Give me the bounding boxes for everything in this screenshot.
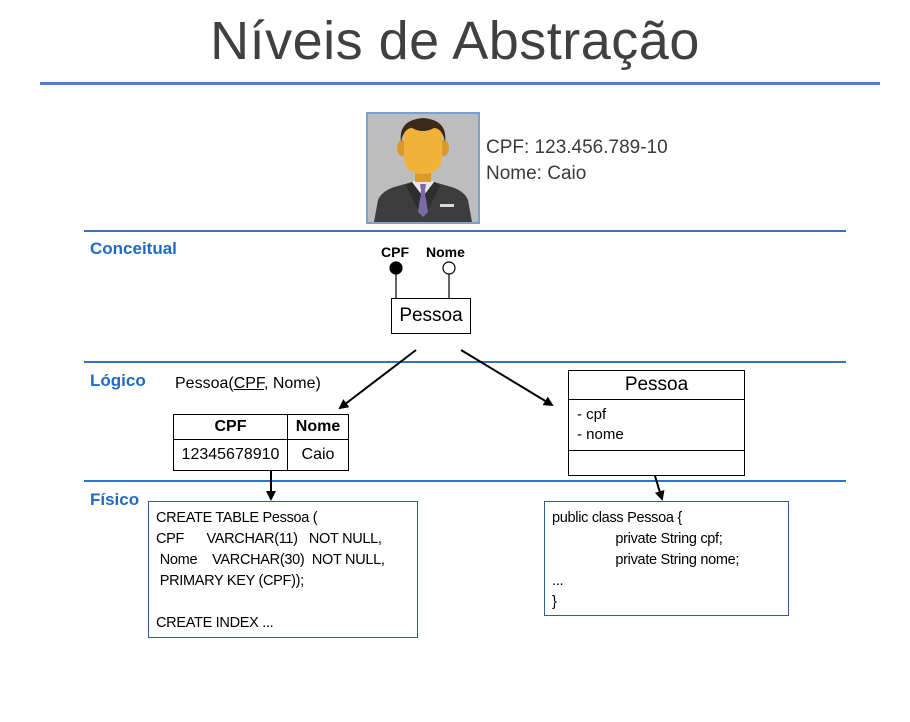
java-line: } bbox=[552, 594, 557, 610]
person-avatar-icon bbox=[366, 112, 480, 224]
sql-line: CPF VARCHAR(11) NOT NULL, bbox=[156, 531, 382, 547]
java-line: public class Pessoa { bbox=[552, 510, 682, 526]
java-line: private String cpf; bbox=[552, 531, 723, 547]
sql-code-box: CREATE TABLE Pessoa ( CPF VARCHAR(11) NOT… bbox=[148, 501, 418, 638]
person-cpf-text: CPF: 123.456.789-10 bbox=[486, 137, 668, 158]
level-divider-logico bbox=[84, 361, 846, 363]
conceptual-attr-cpf: CPF bbox=[381, 244, 409, 260]
level-label-fisico: Físico bbox=[90, 490, 140, 509]
relation-primary-key: CPF bbox=[233, 375, 264, 392]
java-line: ... bbox=[552, 573, 564, 589]
attribute-marker bbox=[442, 261, 456, 275]
uml-attribute-cpf: - cpf bbox=[577, 406, 607, 423]
table-header-nome: Nome bbox=[287, 414, 349, 440]
table-cell-cpf: 12345678910 bbox=[173, 439, 288, 471]
uml-class-pessoa: Pessoa - cpf - nome bbox=[568, 370, 745, 476]
java-code-box: public class Pessoa { private String cpf… bbox=[544, 501, 789, 616]
sql-line: Nome VARCHAR(30) NOT NULL, bbox=[156, 552, 385, 568]
relation-prefix: Pessoa( bbox=[175, 375, 234, 392]
level-divider-fisico bbox=[84, 480, 846, 482]
sql-line: CREATE TABLE Pessoa ( bbox=[156, 510, 318, 526]
uml-attributes: - cpf - nome bbox=[569, 400, 744, 451]
sql-line: PRIMARY KEY (CPF)); bbox=[156, 573, 304, 589]
level-label-conceitual: Conceitual bbox=[90, 239, 177, 258]
person-name-text: Nome: Caio bbox=[486, 163, 587, 184]
uml-attribute-nome: - nome bbox=[577, 426, 624, 443]
java-line: private String nome; bbox=[552, 552, 740, 568]
page-title: Níveis de Abstração bbox=[210, 11, 700, 71]
key-attribute-marker bbox=[389, 261, 403, 275]
arrow-to-java bbox=[654, 475, 665, 501]
relational-table: CPF Nome 12345678910 Caio bbox=[173, 414, 349, 471]
title-divider bbox=[40, 82, 880, 85]
table-cell-nome: Caio bbox=[287, 439, 349, 471]
level-divider-conceitual bbox=[84, 230, 846, 232]
sql-line: CREATE INDEX ... bbox=[156, 615, 274, 631]
logical-relation-schema: Pessoa(CPF, Nome) bbox=[175, 375, 321, 393]
relation-suffix: , Nome) bbox=[263, 375, 321, 392]
arrow-to-relational bbox=[338, 349, 417, 410]
conceptual-attr-nome: Nome bbox=[426, 244, 465, 260]
arrow-to-uml bbox=[460, 349, 554, 407]
conceptual-entity-pessoa: Pessoa bbox=[391, 298, 471, 334]
uml-class-name: Pessoa bbox=[569, 371, 744, 400]
table-row: 12345678910 Caio bbox=[173, 439, 349, 471]
level-label-logico: Lógico bbox=[90, 371, 146, 390]
